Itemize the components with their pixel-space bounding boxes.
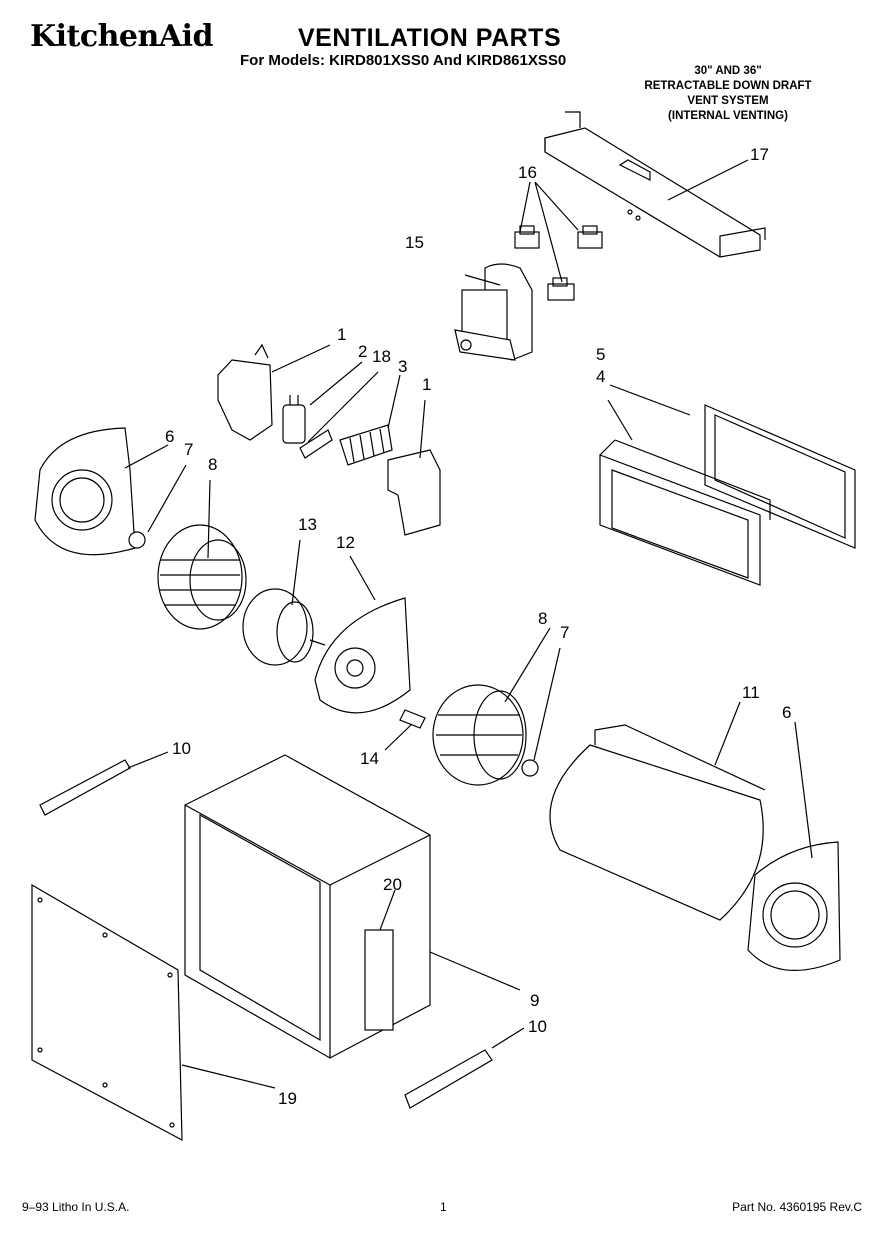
callout: 8 bbox=[208, 455, 217, 474]
callout: 2 bbox=[358, 342, 367, 361]
callout: 1 bbox=[337, 325, 346, 344]
callout: 20 bbox=[383, 875, 402, 894]
callout: 7 bbox=[560, 623, 569, 642]
part-6-housing-left bbox=[34, 427, 136, 556]
part-7-clamp bbox=[128, 531, 146, 549]
callout: 11 bbox=[742, 683, 760, 702]
leader-lines bbox=[124, 159, 813, 1089]
part-12-mounting-plate bbox=[314, 597, 411, 714]
part-8-blower-wheel bbox=[157, 524, 247, 630]
callout: 3 bbox=[398, 357, 407, 376]
part-5-frame bbox=[704, 404, 856, 549]
part-20-label bbox=[364, 929, 394, 1031]
part-11-scroll bbox=[549, 724, 766, 921]
part-7-clamp-right bbox=[521, 759, 539, 777]
callout: 6 bbox=[165, 427, 174, 446]
system-line: VENT SYSTEM bbox=[687, 95, 769, 107]
callout: 10 bbox=[528, 1017, 547, 1036]
callout: 15 bbox=[405, 233, 424, 252]
system-line: RETRACTABLE DOWN DRAFT bbox=[644, 80, 812, 92]
callout: 17 bbox=[750, 145, 769, 164]
system-line: (INTERNAL VENTING) bbox=[668, 110, 788, 122]
part-4-frame bbox=[599, 439, 771, 586]
part-8-blower-wheel-right bbox=[432, 684, 527, 786]
callout: 1 bbox=[422, 375, 431, 394]
callout: 8 bbox=[538, 609, 547, 628]
callout: 13 bbox=[298, 515, 317, 534]
callout: 10 bbox=[172, 739, 191, 758]
callout-labels: 1 2 18 3 1 4 5 6 7 8 13 12 8 7 11 6 10 1… bbox=[165, 145, 791, 1108]
part-16-relays bbox=[514, 225, 603, 301]
callout: 9 bbox=[530, 991, 539, 1010]
footer-litho: 9–93 Litho In U.S.A. bbox=[22, 1200, 130, 1214]
part-1-switch-lower bbox=[387, 449, 441, 536]
callout: 16 bbox=[518, 163, 537, 182]
part-2-capacitor bbox=[282, 395, 306, 444]
callout: 19 bbox=[278, 1089, 297, 1108]
part-18-clip bbox=[299, 429, 333, 459]
part-15-transformer bbox=[454, 263, 533, 361]
callout: 18 bbox=[372, 347, 391, 366]
callout: 12 bbox=[336, 533, 355, 552]
brand-logo: KitchenAid bbox=[30, 19, 213, 54]
callout: 6 bbox=[782, 703, 791, 722]
callout: 14 bbox=[360, 749, 379, 768]
callout: 4 bbox=[596, 367, 605, 386]
part-3-terminal-block bbox=[339, 424, 393, 466]
part-10-rail-top bbox=[39, 759, 131, 816]
system-line: 30" AND 36" bbox=[694, 65, 762, 77]
part-10-rail-bottom bbox=[404, 1049, 493, 1109]
part-19-panel bbox=[31, 883, 183, 1142]
models-subtitle: For Models: KIRD801XSS0 And KIRD861XSS0 bbox=[240, 52, 567, 69]
part-14-bolt bbox=[399, 709, 426, 729]
part-17-bracket bbox=[544, 111, 766, 258]
callout: 5 bbox=[596, 345, 605, 364]
part-13-motor bbox=[242, 588, 326, 666]
part-6-housing-right bbox=[747, 841, 841, 971]
footer-page-number: 1 bbox=[440, 1200, 447, 1214]
page-title: VENTILATION PARTS bbox=[298, 24, 562, 52]
callout: 7 bbox=[184, 440, 193, 459]
footer-part-number: Part No. 4360195 Rev.C bbox=[732, 1200, 862, 1214]
system-description: 30" AND 36" RETRACTABLE DOWN DRAFT VENT … bbox=[598, 64, 858, 124]
part-1-switch bbox=[217, 343, 273, 441]
